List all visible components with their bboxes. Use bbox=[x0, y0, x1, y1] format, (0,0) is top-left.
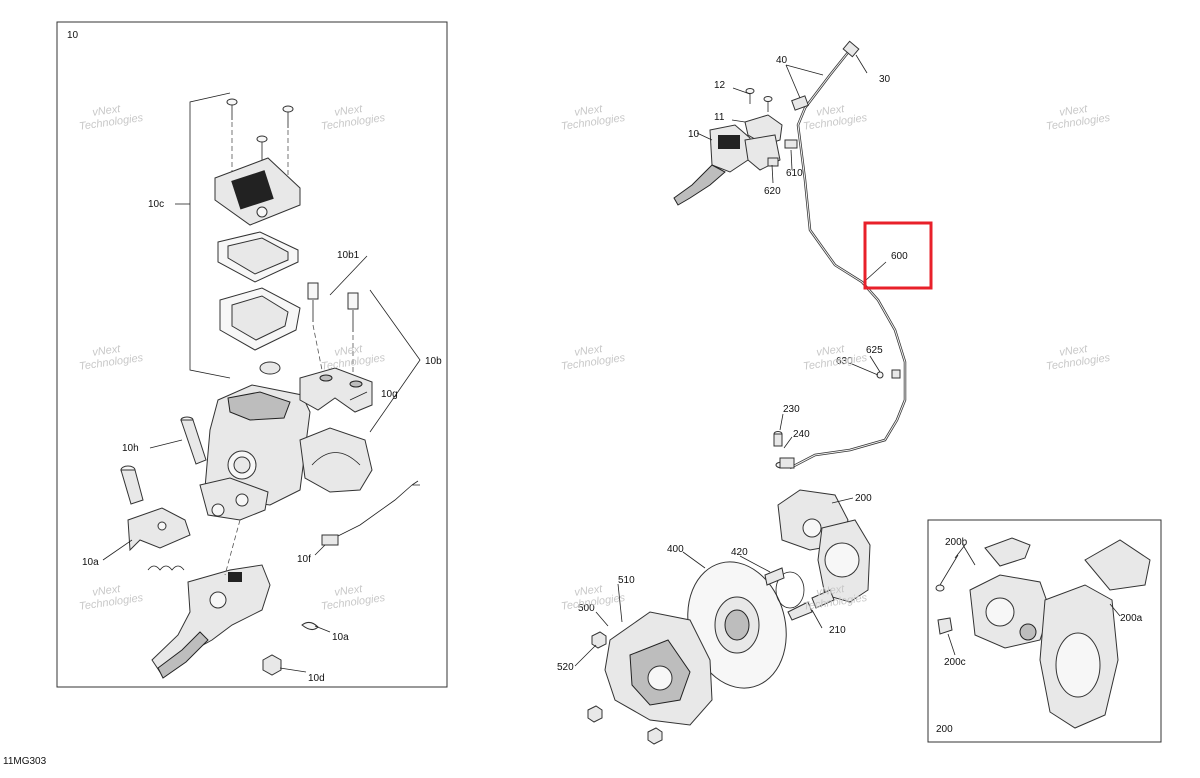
diaphragm bbox=[219, 287, 301, 351]
watermark-text: vNext bbox=[92, 103, 122, 119]
callout-40: 40 bbox=[776, 55, 788, 66]
watermark-text: vNext bbox=[1059, 103, 1089, 119]
left-panel: 10 bbox=[56, 21, 448, 688]
callout-200b: 200b bbox=[945, 537, 968, 548]
callout-10g: 10g bbox=[381, 389, 398, 400]
callout-10f: 10f bbox=[297, 554, 311, 565]
callout-620: 620 bbox=[764, 186, 781, 197]
callout-12: 12 bbox=[714, 80, 726, 91]
inset-panel: 200 200b 200a 200c bbox=[927, 519, 1162, 743]
watermark-text: vNext bbox=[334, 103, 364, 119]
watermark-text: vNext bbox=[574, 343, 604, 359]
callout-625: 625 bbox=[866, 345, 883, 356]
disc-guard: 510 500 520 bbox=[557, 575, 713, 745]
lever-bolt bbox=[120, 465, 144, 505]
callout-400: 400 bbox=[667, 544, 684, 555]
callout-10b1: 10b1 bbox=[337, 250, 360, 261]
callout-11: 11 bbox=[714, 112, 725, 123]
brake-disc: 400 bbox=[667, 544, 787, 689]
brake-switch bbox=[321, 480, 420, 546]
watermark-text: vNext bbox=[92, 583, 122, 599]
watermark-text: vNext bbox=[816, 343, 846, 359]
inset-panel-label: 200 bbox=[936, 724, 953, 735]
handlebar-clamp-lower bbox=[299, 427, 373, 493]
left-panel-label: 10 bbox=[67, 30, 79, 41]
lever-bracket bbox=[127, 507, 191, 552]
handlebar-clamp-upper bbox=[299, 367, 373, 413]
callout-10c: 10c bbox=[148, 199, 164, 210]
watermark-text: vNext bbox=[574, 583, 604, 599]
grommet bbox=[259, 361, 281, 375]
callout-500: 500 bbox=[578, 603, 595, 614]
callout-10a-clip: 10a bbox=[332, 632, 349, 643]
handlebar-master-cylinder: 12 11 10 620 610 bbox=[673, 80, 803, 206]
callout-610: 610 bbox=[786, 168, 803, 179]
callout-200c: 200c bbox=[944, 657, 966, 668]
watermark-text: vNext bbox=[816, 103, 846, 119]
callout-10: 10 bbox=[688, 129, 700, 140]
highlight-box bbox=[863, 221, 933, 290]
watermark-text: vNext bbox=[574, 103, 604, 119]
caliper-bolts: 420 210 bbox=[731, 547, 846, 636]
callout-510: 510 bbox=[618, 575, 635, 586]
callout-230: 230 bbox=[783, 404, 800, 415]
watermark-text: vNext bbox=[816, 583, 846, 599]
callout-10d: 10d bbox=[308, 673, 325, 684]
callout-520: 520 bbox=[557, 662, 574, 673]
callout-420: 420 bbox=[731, 547, 748, 558]
callout-240: 240 bbox=[793, 429, 810, 440]
callout-200a: 200a bbox=[1120, 613, 1143, 624]
watermark-text: vNext bbox=[1059, 343, 1089, 359]
callout-30: 30 bbox=[879, 74, 891, 85]
lever-nut bbox=[262, 654, 282, 676]
watermark-text: vNext bbox=[334, 583, 364, 599]
master-cylinder-body bbox=[199, 384, 311, 521]
callout-630: 630 bbox=[836, 356, 853, 367]
callout-210: 210 bbox=[829, 625, 846, 636]
callout-200: 200 bbox=[855, 493, 872, 504]
brake-hose: 30 40 600 625 630 bbox=[776, 40, 908, 470]
callout-10a-bracket: 10a bbox=[82, 557, 99, 568]
callout-600: 600 bbox=[891, 251, 908, 262]
cover-gasket bbox=[217, 231, 299, 283]
brake-lever bbox=[151, 564, 271, 679]
reference-code: 11MG303 bbox=[3, 756, 47, 767]
pivot-pin bbox=[180, 416, 207, 465]
banjo-fittings: 230 240 bbox=[773, 404, 810, 469]
return-spring bbox=[147, 565, 185, 571]
callout-10h: 10h bbox=[122, 443, 139, 454]
watermark-text: vNext bbox=[92, 343, 122, 359]
watermark-text: vNext bbox=[334, 343, 364, 359]
reservoir-cover bbox=[214, 157, 301, 226]
brake-caliper: 200 bbox=[777, 489, 872, 603]
callout-10b: 10b bbox=[425, 356, 442, 367]
cover-screw bbox=[226, 98, 294, 160]
clamp-bolt bbox=[307, 282, 359, 332]
